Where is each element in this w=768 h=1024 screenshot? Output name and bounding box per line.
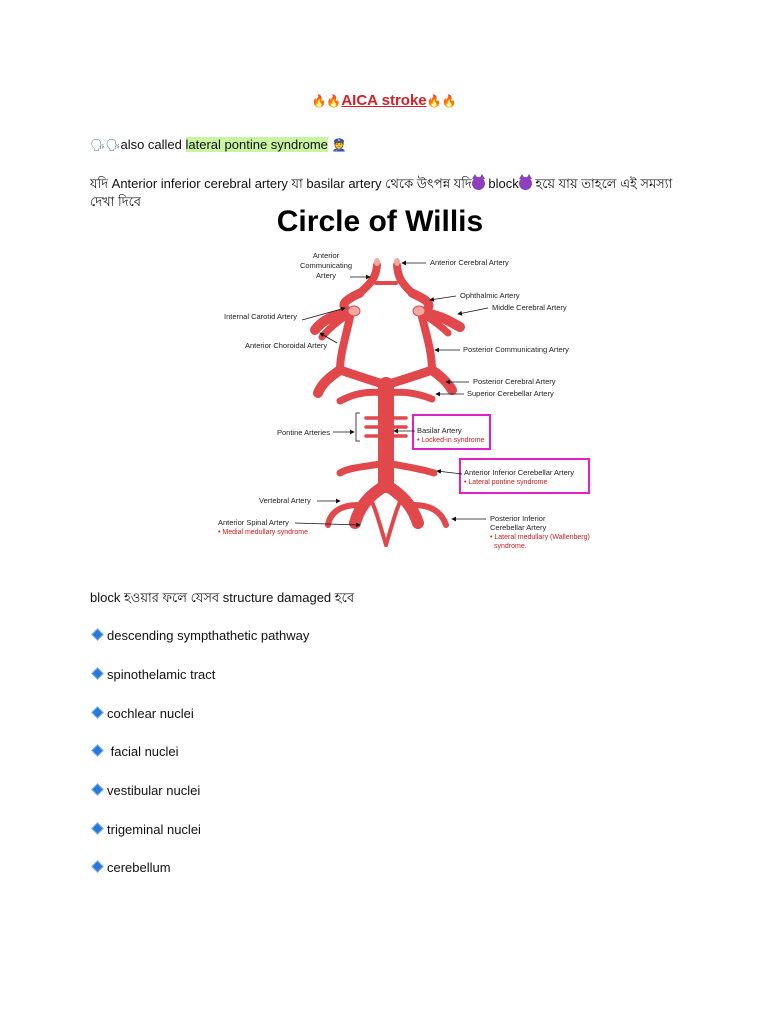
figure-labels: Anterior Communicating Artery Anterior C… [218,251,590,550]
cause-text-1: যদি Anterior inferior cerebral artery যা… [90,176,472,191]
artery-drawing [310,261,465,547]
label-vertebral: Vertebral Artery [259,496,311,505]
blue-diamond-icon [91,822,104,835]
label-aica: Anterior Inferior Cerebellar Artery [464,468,574,477]
label-anterior-cerebral: Anterior Cerebral Artery [430,258,509,267]
blue-diamond-icon [91,744,104,757]
list-item: trigeminal nuclei [90,822,201,837]
cause-line-2: দেখা দিবে [90,194,142,209]
intro-line: 🗣🗣also called lateral pontine syndrome 👮 [90,137,346,152]
highlighted-syndrome: lateral pontine syndrome [185,137,328,152]
aica-highlight-box [459,458,590,494]
fire-emoji-left: 🔥🔥 [311,94,342,108]
left-ica-cut [347,305,361,317]
label-superior-cerebellar: Superior Cerebellar Artery [467,389,554,398]
label-posterior-communicating: Posterior Communicating Artery [463,345,569,354]
cause-line-1: যদি Anterior inferior cerebral artery যা… [90,174,673,196]
label-ophthalmic: Ophthalmic Artery [460,291,520,300]
devil-icon [518,174,532,190]
left-aca-cut [374,258,380,266]
basilar-highlight-box [412,414,491,450]
list-item: vestibular nuclei [90,783,200,798]
blue-diamond-icon [91,628,104,641]
damage-intro: block হওয়ার ফলে যেসব structure damaged … [90,590,355,605]
police-officer-emoji: 👮 [331,138,347,152]
speaking-head-emoji: 🗣🗣 [90,138,121,152]
list-item: descending sympthathetic pathway [90,628,309,643]
label-pica-1: Posterior Inferior [490,514,546,523]
label-pica-note-1: • Lateral medullary (Wallenberg) [490,534,590,541]
title-text: AICA stroke [341,92,427,109]
label-aica-note: • Lateral pontine syndrome [464,479,547,486]
label-anterior-communicating-1: Anterior [313,251,340,260]
cause-text-3: হয়ে যায় তাহলে এই সমস্যা [531,176,673,191]
circle-of-willis-diagram: Circle of Willis [218,205,590,550]
list-item: cerebellum [90,860,171,875]
label-anterior-spinal: Anterior Spinal Artery [218,518,289,527]
label-pica-note-2: syndrome. [494,543,527,550]
blue-diamond-icon [91,783,104,796]
list-item: facial nuclei [90,744,179,759]
intro-text: also called [120,137,186,152]
list-item: cochlear nuclei [90,706,194,721]
label-posterior-cerebral: Posterior Cerebral Artery [473,377,556,386]
list-item: spinothelamic tract [90,667,215,682]
label-middle-cerebral: Middle Cerebral Artery [492,303,567,312]
devil-icon [471,174,485,190]
blue-diamond-icon [91,667,104,680]
blue-diamond-icon [91,706,104,719]
label-internal-carotid: Internal Carotid Artery [224,312,297,321]
label-pica-2: Cerebellar Artery [490,523,547,532]
figure-title: Circle of Willis [277,205,483,238]
label-anterior-communicating-2: Communicating [300,261,352,270]
fire-emoji-right: 🔥🔥 [426,94,457,108]
cause-text-2: block [488,176,519,191]
label-anterior-spinal-note: • Medial medullary syndrome [218,529,308,536]
label-anterior-communicating-3: Artery [316,271,336,280]
label-anterior-choroidal: Anterior Choroidal Artery [245,341,327,350]
blue-diamond-icon [91,860,104,873]
right-ica-cut [412,305,426,317]
label-basilar-note: • Locked-in syndrome [417,437,485,444]
page-title: 🔥🔥AICA stroke🔥🔥 [0,92,768,109]
right-aca-cut [394,258,400,266]
circle-of-willis-figure: Circle of Willis [190,205,610,565]
label-basilar: Basilar Artery [417,426,462,435]
label-pontine: Pontine Arteries [277,428,330,437]
